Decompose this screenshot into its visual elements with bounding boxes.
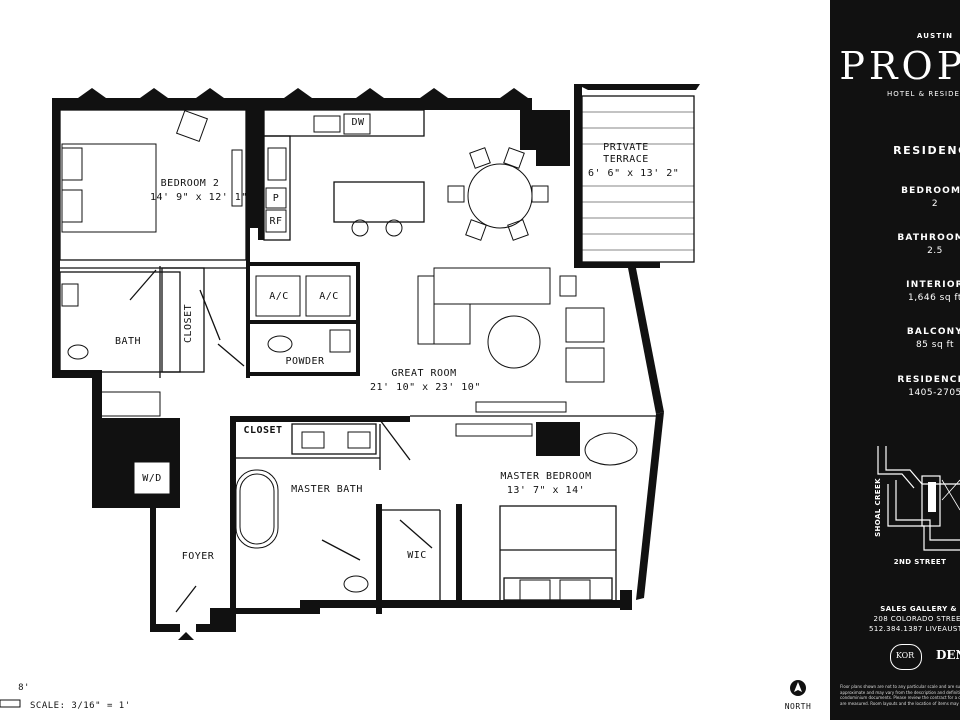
bathrooms-value: 2.5 xyxy=(927,246,943,256)
floor-plan xyxy=(0,84,806,708)
kor-logo-text: KOR xyxy=(895,651,915,660)
scale-bar xyxy=(0,699,21,708)
wd-label: W/D xyxy=(142,473,162,484)
city-label: AUSTIN xyxy=(916,32,954,40)
bedroom2-name: BEDROOM 2 xyxy=(160,178,220,189)
sales-line-2: 208 COLORADO STREET AUSTIN xyxy=(873,615,960,623)
north-icon xyxy=(790,680,806,696)
powder-label: POWDER xyxy=(285,356,325,367)
sales-line-3: 512.384.1387 LIVEAUSTINPROPER xyxy=(868,625,960,633)
scale-text: SCALE: 3/16" = 1' xyxy=(30,701,131,711)
master-bedroom-dims: 13' 7" x 14' xyxy=(506,485,586,496)
closet2-label: CLOSET xyxy=(243,425,283,436)
brand-subtitle: HOTEL & RESIDENCES xyxy=(887,90,960,98)
entry-arrow xyxy=(178,632,194,640)
great-room-name: GREAT ROOM xyxy=(391,368,457,379)
balcony-value: 85 sq ft xyxy=(915,340,955,350)
location-map xyxy=(877,446,960,551)
residence-title: RESIDENCE xyxy=(893,144,960,157)
bath-label: BATH xyxy=(114,336,142,347)
interior-value: 1,646 sq ft xyxy=(908,293,960,303)
pantry-label: P xyxy=(272,193,280,204)
bathrooms-label: BATHROOMS xyxy=(897,233,960,243)
master-bath-label: MASTER BATH xyxy=(291,484,363,495)
sales-line-1: SALES GALLERY & MODEL xyxy=(880,605,960,613)
interior-label: INTERIOR xyxy=(906,280,960,290)
terrace-name-2: TERRACE xyxy=(603,154,649,165)
terrace-name-1: PRIVATE xyxy=(603,142,649,153)
foyer-label: FOYER xyxy=(181,551,215,562)
kor-logo xyxy=(890,644,922,670)
ac2-label: A/C xyxy=(319,291,339,302)
master-bedroom-name: MASTER BEDROOM xyxy=(500,471,592,482)
bedroom2-dims: 14' 9" x 12' 1" xyxy=(150,192,248,203)
terrace-hatching xyxy=(582,111,694,251)
residences-label: RESIDENCES xyxy=(897,375,960,385)
street-label-1: SHOAL CREEK xyxy=(874,478,882,537)
great-room-dims: 21' 10" x 23' 10" xyxy=(370,382,481,393)
wic-label: WIC xyxy=(407,550,427,561)
dw-label: DW xyxy=(351,117,365,128)
terrace-dims: 6' 6" x 13' 2" xyxy=(588,168,680,179)
brand-logo: PROPER xyxy=(839,44,960,88)
north-label: NORTH xyxy=(784,702,812,711)
interior-lines xyxy=(59,95,695,613)
scale-bar-label: 8' xyxy=(18,683,30,693)
street-label-2: 2ND STREET xyxy=(893,558,947,566)
ac1-label: A/C xyxy=(269,291,289,302)
disclaimer: Floor plans shown are not to any particu… xyxy=(840,684,960,706)
closet1-label: CLOSET xyxy=(183,303,194,343)
balcony-label: BALCONY xyxy=(906,327,960,337)
furniture xyxy=(61,109,638,601)
bedrooms-value: 2 xyxy=(931,199,939,209)
bedrooms-label: BEDROOMS xyxy=(901,186,960,196)
rf-label: RF xyxy=(269,216,283,227)
info-panel: AUSTIN PROPER HOTEL & RESIDENCES RESIDEN… xyxy=(830,0,960,720)
den-logo-text: DEN xyxy=(936,648,960,662)
residences-value: 1405-2705 xyxy=(908,388,960,398)
exterior-walls xyxy=(52,84,700,632)
